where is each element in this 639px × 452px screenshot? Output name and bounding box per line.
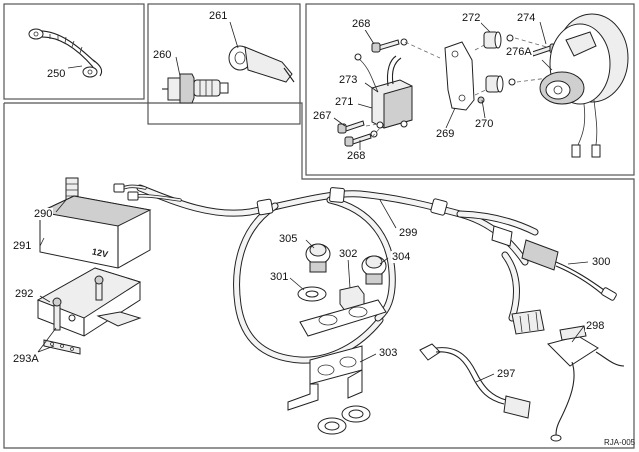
callout-303: 303 — [378, 347, 399, 359]
callout-269: 269 — [435, 128, 456, 140]
callout-299: 299 — [398, 227, 419, 239]
callout-297: 297 — [496, 368, 517, 380]
callout-268-top: 268 — [351, 18, 372, 30]
callout-293a: 293A — [12, 353, 40, 365]
coil-screws — [337, 38, 441, 147]
callout-270: 270 — [474, 118, 495, 130]
callout-276a: 276A — [505, 46, 533, 58]
callout-301: 301 — [269, 271, 290, 283]
callout-272: 272 — [461, 12, 482, 24]
callout-292: 292 — [14, 288, 35, 300]
reference-code: RJA-005 — [604, 438, 636, 447]
callout-305: 305 — [278, 233, 299, 245]
battery — [38, 177, 152, 269]
battery-tray — [36, 267, 142, 355]
spacers — [477, 31, 551, 104]
magneto-stator — [539, 13, 629, 158]
callout-302: 302 — [338, 248, 359, 260]
callout-304: 304 — [391, 251, 412, 263]
switch-bracket — [287, 299, 387, 435]
callout-271: 271 — [334, 96, 355, 108]
callout-298: 298 — [585, 320, 606, 332]
wiring-harness — [136, 184, 539, 364]
callout-291: 291 — [12, 240, 33, 252]
callout-273: 273 — [338, 74, 359, 86]
panel-frames — [3, 3, 635, 449]
rectifier-connector — [511, 309, 625, 442]
callout-290: 290 — [33, 208, 54, 220]
callout-250: 250 — [46, 68, 67, 80]
callout-268-bottom: 268 — [346, 150, 367, 162]
leader-lines — [37, 21, 589, 383]
callout-300: 300 — [591, 256, 612, 268]
battery-leads — [113, 183, 182, 202]
spark-plug — [162, 73, 229, 104]
spark-plug-cap — [228, 45, 295, 83]
callout-267: 267 — [312, 110, 333, 122]
ground-lead — [419, 343, 531, 419]
ignition-coil — [354, 53, 413, 129]
callout-260: 260 — [152, 49, 173, 61]
callout-261: 261 — [208, 10, 229, 22]
sensor-connector — [491, 225, 617, 301]
ground-cable — [28, 28, 103, 78]
callout-274: 274 — [516, 12, 537, 24]
